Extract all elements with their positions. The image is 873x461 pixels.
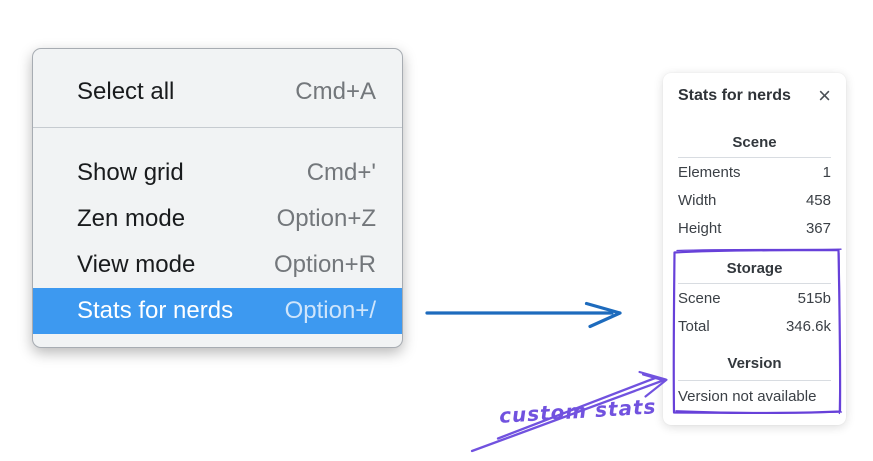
stats-panel: Stats for nerds × Scene Elements 1 Width… [663,73,846,425]
menu-item-shortcut: Cmd+' [306,159,376,186]
menu-item-show-grid[interactable]: Show grid Cmd+' [33,150,402,196]
menu-item-view-mode[interactable]: View mode Option+R [33,242,402,288]
stat-value: 367 [805,219,831,237]
menu-group-top: Select all Cmd+A [33,49,402,127]
stat-row-elements: Elements 1 [678,158,831,186]
stat-value: 458 [805,191,831,209]
section-divider [678,380,831,381]
stat-value: 515b [797,289,831,307]
annotation-label: custom stats [498,394,658,428]
menu-divider [33,127,402,128]
stat-row-height: Height 367 [678,214,831,242]
menu-item-label: Zen mode [77,205,186,232]
stats-panel-header: Stats for nerds × [678,83,831,108]
stat-label: Width [678,191,717,209]
stat-value: 346.6k [785,317,831,335]
stat-label: Elements [678,163,741,181]
menu-item-label: Select all [77,78,175,105]
stat-row-width: Width 458 [678,186,831,214]
version-note: Version not available [678,387,817,405]
menu-item-shortcut: Option+Z [276,205,376,232]
section-header-version: Version [727,355,782,372]
menu-item-label: Show grid [77,159,184,186]
menu-item-label: Stats for nerds [77,297,234,324]
context-menu: Select all Cmd+A Show grid Cmd+' Zen mod… [32,48,403,348]
section-divider [678,157,831,158]
section-header-storage: Storage [726,260,783,277]
section-header-scene: Scene [732,134,777,151]
stat-label: Height [678,219,722,237]
stat-row-storage-scene: Scene 515b [678,284,831,312]
menu-item-shortcut: Option+/ [284,297,376,324]
menu-item-stats-for-nerds[interactable]: Stats for nerds Option+/ [33,288,402,334]
stat-label: Total [678,317,710,335]
stats-panel-title: Stats for nerds [678,87,791,104]
menu-item-zen-mode[interactable]: Zen mode Option+Z [33,196,402,242]
stat-row-storage-total: Total 346.6k [678,312,831,340]
close-icon[interactable]: × [818,83,831,108]
menu-item-label: View mode [77,251,196,278]
menu-item-select-all[interactable]: Select all Cmd+A [33,69,402,115]
stat-label: Scene [678,289,721,307]
stat-value: 1 [822,163,831,181]
menu-group-bottom: Show grid Cmd+' Zen mode Option+Z View m… [33,128,402,347]
menu-item-shortcut: Cmd+A [295,78,376,105]
menu-item-shortcut: Option+R [273,251,376,278]
